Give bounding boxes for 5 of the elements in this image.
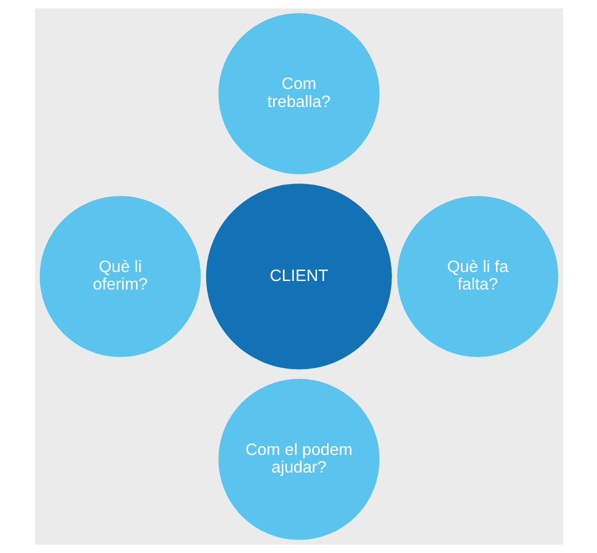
node-circle: Què li oferim?	[39, 196, 200, 358]
node-circle: CLIENT	[206, 184, 392, 370]
node-circle: Com treballa?	[218, 13, 380, 174]
node-circle: Què li fa falta?	[396, 196, 558, 358]
node-circle: Com el podem ajudar?	[218, 378, 380, 540]
